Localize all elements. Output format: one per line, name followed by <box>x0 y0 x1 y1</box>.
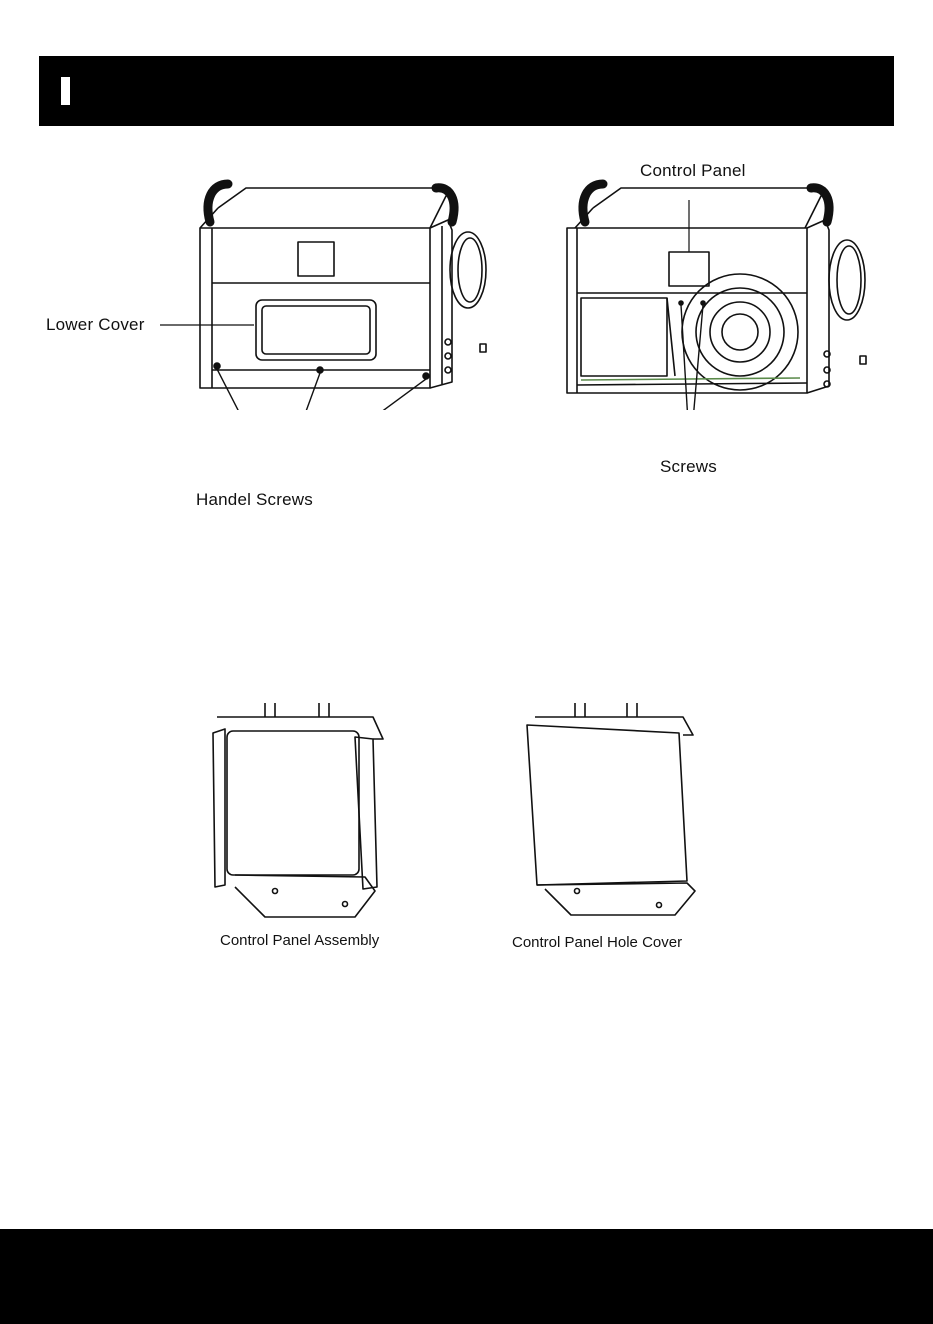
handle-screws-label: Handel Screws <box>196 490 313 510</box>
section-header-bar <box>39 56 894 126</box>
screws-label: Screws <box>660 457 717 477</box>
control-panel-label: Control Panel <box>640 161 746 181</box>
header-marker <box>61 77 70 105</box>
control-panel-hole-cover-illustration <box>515 695 705 920</box>
unit-cover-removed-illustration <box>555 170 885 410</box>
lower-cover-label: Lower Cover <box>46 315 145 335</box>
footer-bar <box>0 1229 933 1324</box>
unit-with-lower-cover-illustration <box>160 170 500 410</box>
control-panel-assembly-illustration <box>205 695 395 920</box>
hole-cover-caption: Control Panel Hole Cover <box>512 934 682 951</box>
assembly-caption: Control Panel Assembly <box>220 932 379 949</box>
